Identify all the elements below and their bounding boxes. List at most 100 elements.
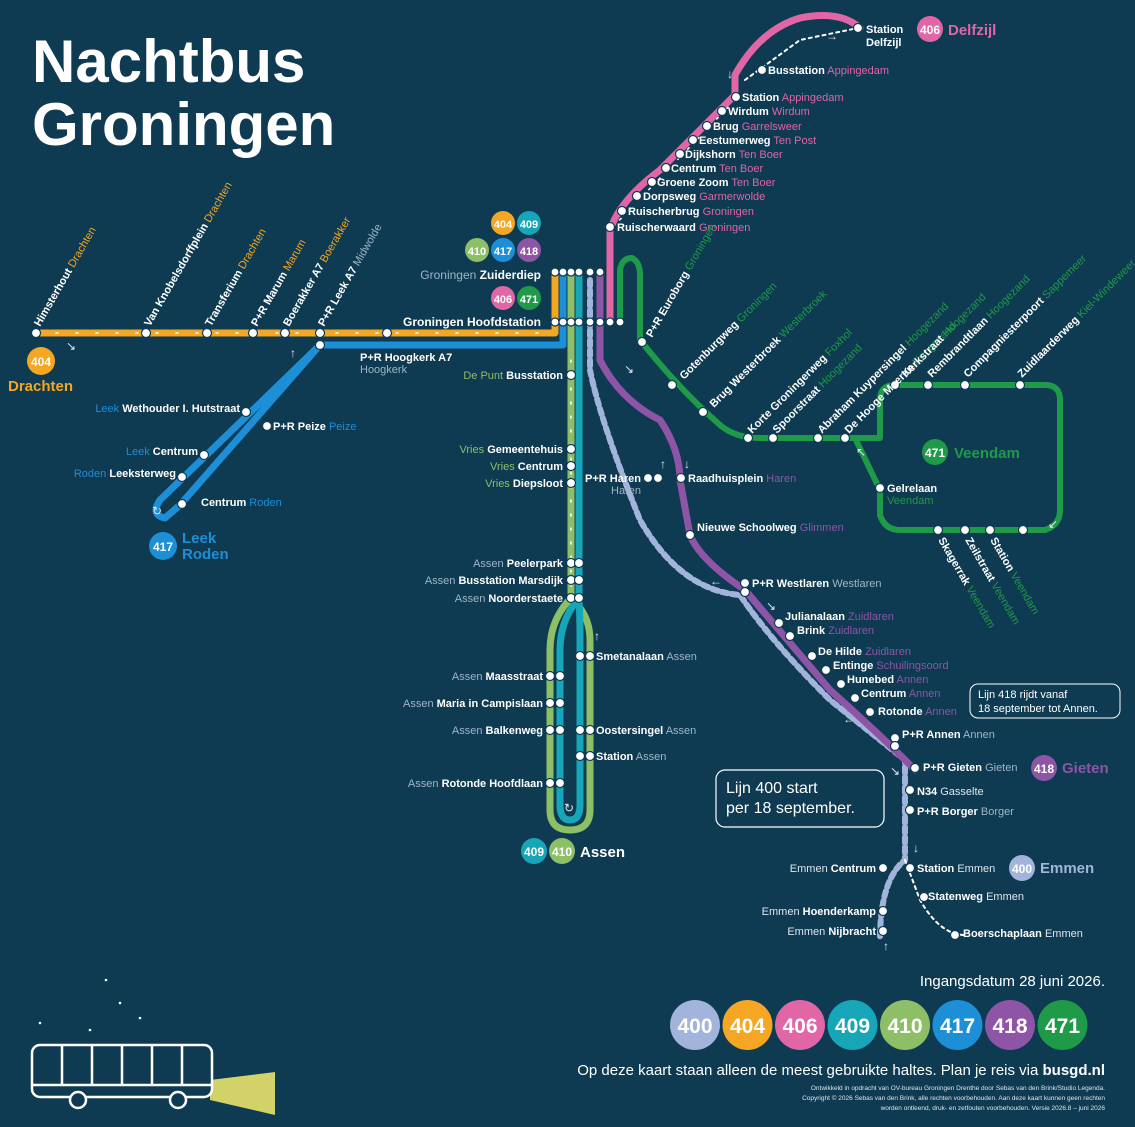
stop-place: Annen	[897, 674, 929, 686]
stop-place: Annen	[909, 688, 941, 700]
stop-place: Vries	[459, 444, 484, 456]
stop-label-delfzijl_line-7: Groene Zoom Ten Boer	[657, 177, 776, 189]
leek-terminal-name: Leek	[182, 530, 217, 547]
stop-place: Assen	[636, 751, 667, 763]
stop-label-assen_line-11: Smetanalaan Assen	[596, 651, 697, 663]
svg-text:409: 409	[520, 219, 538, 231]
svg-text:404: 404	[494, 219, 513, 231]
stop-name: P+R Borger	[917, 806, 979, 818]
stop-place: Appingedam	[782, 92, 844, 104]
night-illustration	[30, 964, 275, 1115]
stop-place: Appingedam	[827, 65, 889, 77]
drachten-terminal-name: Drachten	[8, 378, 73, 395]
credits-line-3: worden ontleend, druk- en zetfouten voor…	[880, 1105, 1106, 1112]
veendam-terminal-name: Veendam	[954, 445, 1020, 462]
bus-icon	[30, 1043, 214, 1110]
arrow-icon: ↑	[660, 457, 666, 471]
stop-place: Ten Boer	[731, 177, 775, 189]
legend-badge-417	[932, 1000, 983, 1050]
stop-place: Hoogkerk	[360, 364, 408, 376]
roden-terminal-name: Roden	[182, 546, 229, 563]
stop-place: Roden	[74, 468, 106, 480]
headlight-beam-icon	[210, 1072, 275, 1115]
stop-name: Balkenweg	[486, 725, 543, 737]
stop-place: Leek	[126, 446, 150, 458]
stop-label-roden_line-1: Leek Wethouder I. Hutstraat	[95, 403, 240, 415]
stop-name: P+R Annen	[902, 729, 961, 741]
stop-label-emmen_line-0: Emmen Centrum	[790, 863, 876, 875]
svg-text:417: 417	[494, 246, 512, 258]
stop-place: Emmen	[790, 863, 828, 875]
stop-name: Station	[917, 863, 955, 875]
stop-name: Centrum	[831, 863, 876, 875]
stop-place: Zuidlaren	[865, 646, 911, 658]
stop-place: Peize	[329, 421, 357, 433]
svg-text:406: 406	[494, 294, 512, 306]
svg-text:418: 418	[1034, 762, 1054, 776]
stop-label-emmen_line-4: Emmen Nijbracht	[787, 926, 876, 938]
legend-badge-label-409: 409	[835, 1015, 870, 1038]
stop-name: Busstation Marsdijk	[458, 575, 563, 587]
stop-label-haren_line-9: Centrum Annen	[861, 688, 941, 700]
stop-name: Rotonde Hoofdlaan	[442, 778, 544, 790]
stop-place: Veendam	[887, 495, 933, 507]
stop-name: Centrum	[518, 461, 563, 473]
badge-471-veendam	[922, 439, 948, 465]
arrow-icon: ↓	[727, 67, 733, 81]
stop-place: Leek	[95, 403, 119, 415]
stop-name: Noorderstaete	[488, 593, 563, 605]
stop-label-roden_line-5: Centrum Roden	[201, 497, 282, 509]
stop-name: Gemeentehuis	[487, 444, 563, 456]
stop-place: Westlaren	[832, 578, 881, 590]
stop-label-delfzijl_line-5: Dijkshorn Ten Boer	[685, 149, 783, 161]
svg-text:400: 400	[1012, 862, 1032, 876]
stop-label-haren_line-12: P+R Gieten Gieten	[923, 762, 1017, 774]
stop-place: Gieten	[985, 762, 1017, 774]
stop-label-haren_line-14: P+R Borger Borger	[917, 806, 1014, 818]
stop-place: Annen	[963, 729, 995, 741]
effective-date: Ingangsdatum 28 juni 2026.	[920, 973, 1105, 990]
route-409-line	[556, 268, 584, 824]
stop-place: Emmen	[986, 891, 1024, 903]
stop-dots	[30, 22, 1029, 941]
stop-label-haren_line-5: Brink Zuidlaren	[797, 625, 874, 637]
stop-name: Centrum	[153, 446, 198, 458]
route-406-line	[606, 12, 864, 326]
stop-place: Borger	[981, 806, 1014, 818]
stop-place: Assen	[425, 575, 456, 587]
stop-name: Gelrelaan	[887, 483, 937, 495]
legend-badge-400	[670, 1000, 720, 1050]
stop-label-assen_line-13: Station Assen	[596, 751, 666, 763]
stop-place: Zuidlaren	[828, 625, 874, 637]
legend-badge-418	[985, 1000, 1035, 1050]
stop-place: Assen	[455, 593, 486, 605]
hoofdstation-badges: 406 471	[491, 286, 541, 310]
stop-name: Maria in Campislaan	[437, 698, 544, 710]
stop-label-haren_line-3: P+R Westlaren Westlaren	[752, 578, 882, 590]
stop-label-roden_line-3: Leek Centrum	[126, 446, 198, 458]
stop-label-delfzijl_line-6: Centrum Ten Boer	[671, 163, 763, 175]
stop-name: Brink	[797, 625, 826, 637]
stop-label-emmen_line-2: Statenweg Emmen	[928, 891, 1024, 903]
stop-name: N34	[917, 786, 938, 798]
direction-arrows: ↘ → ↓ ↘ ↑ ↓ ← ↘ ↑ ↻ ↻ ↘ ↓ ↑ ↙ ↖ ← ↑	[66, 29, 1058, 953]
legend-badge-471	[1037, 1000, 1088, 1050]
svg-text:417: 417	[153, 540, 173, 554]
legend-badge-label-471: 471	[1045, 1015, 1080, 1038]
arrow-icon: ↘	[766, 599, 776, 613]
stop-place: Groningen	[699, 222, 750, 234]
stop-name: Dorpsweg	[643, 191, 696, 203]
busgd-link[interactable]: busgd.nl	[1043, 1062, 1106, 1079]
stop-name: Hoenderkamp	[803, 906, 877, 918]
legend-badge-404	[722, 1000, 773, 1050]
stop-label-assen_line-0: De Punt Busstation	[463, 370, 563, 382]
note-400-box	[715, 769, 885, 828]
note-400-line-2: per 18 september.	[726, 800, 855, 817]
gieten-terminal-name: Gieten	[1062, 760, 1109, 777]
stop-label-emmen_line-3: Emmen Hoenderkamp	[762, 906, 877, 918]
stop-label-delfzijl_line-3: Brug Garrelsweer	[713, 121, 802, 133]
emmen-terminal-name: Emmen	[1040, 860, 1094, 877]
credits-line-2: Copyright © 2026 Sebas van den Brink, al…	[802, 1094, 1105, 1102]
